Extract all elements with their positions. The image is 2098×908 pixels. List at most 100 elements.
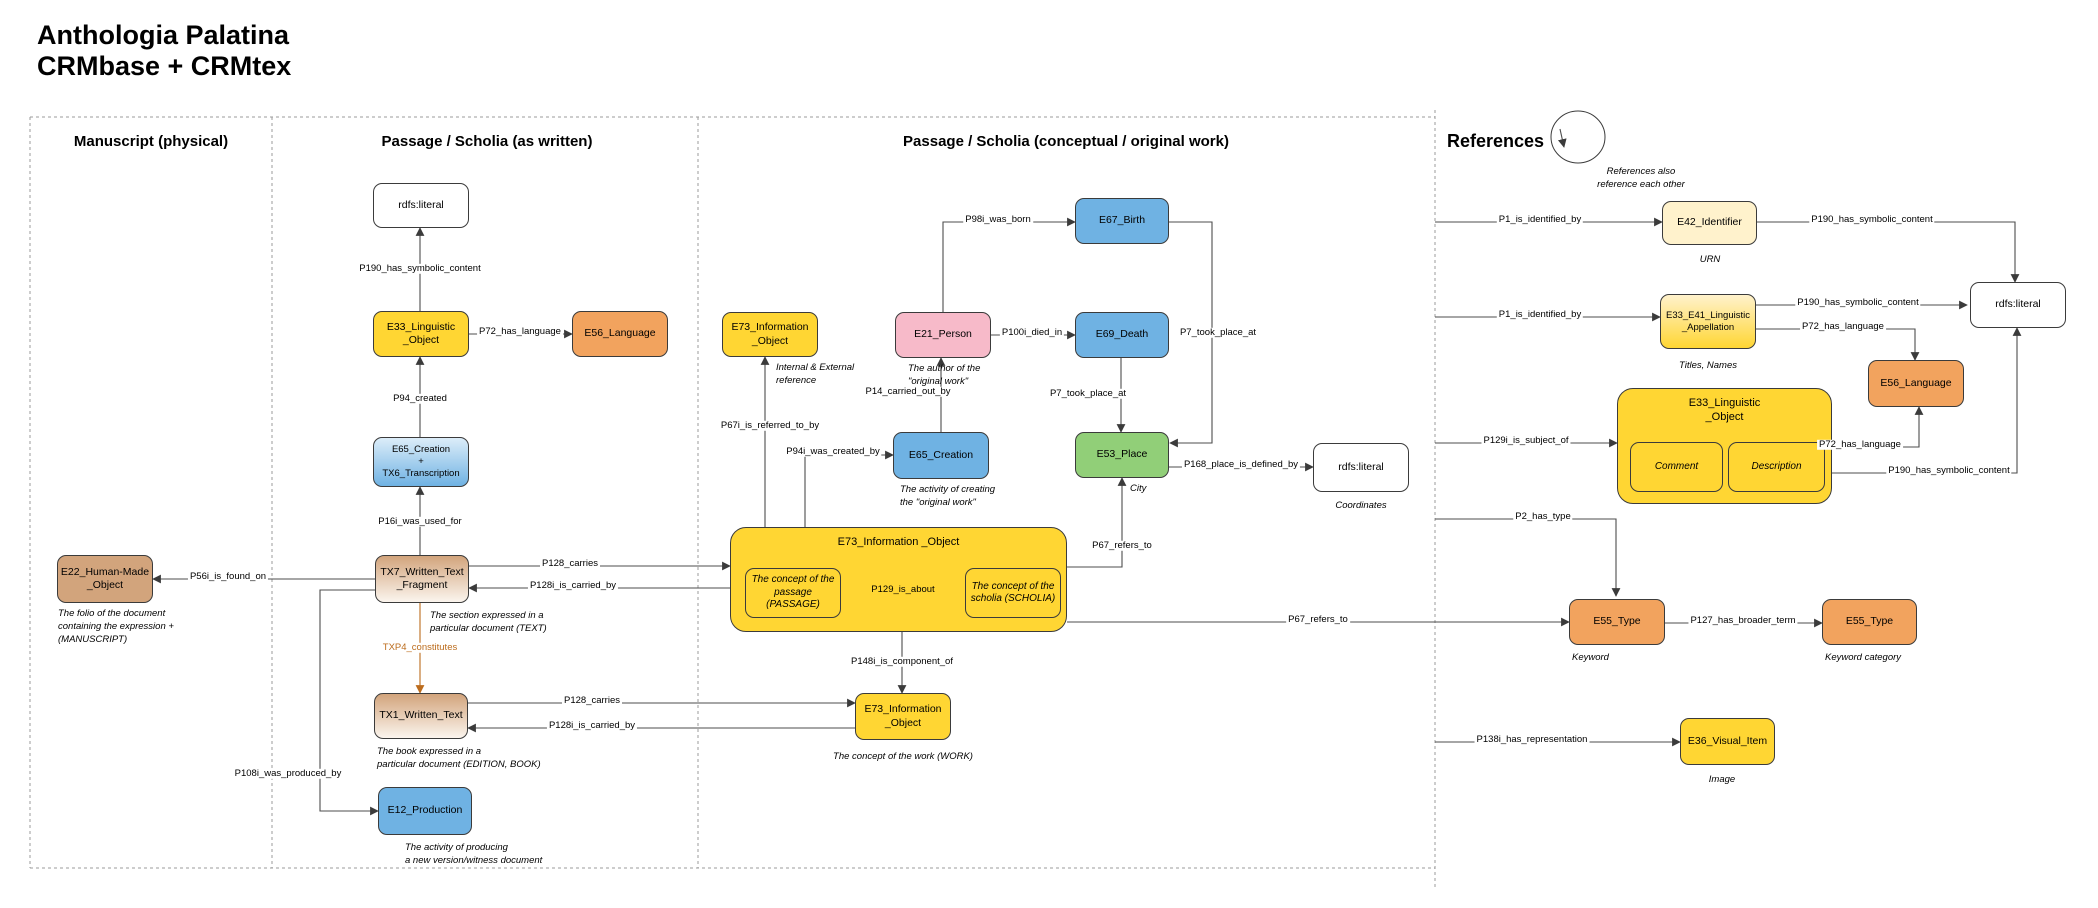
edge-references-self-loop-arrow bbox=[1557, 128, 1567, 148]
node-label: E67_Birth bbox=[1098, 214, 1146, 227]
node-label: E55_Type bbox=[1593, 615, 1641, 628]
node-rdfs-literal-transcription[interactable]: rdfs:literal bbox=[373, 183, 469, 228]
edge-P72_has_language bbox=[1756, 328, 1920, 361]
caption: Keyword bbox=[1572, 652, 1609, 663]
node-e55-type-keyword[interactable]: E55_Type bbox=[1569, 599, 1665, 645]
caption: Titles, Names bbox=[1679, 360, 1737, 371]
node-rdfs-literal-coordinates[interactable]: rdfs:literal bbox=[1313, 443, 1409, 492]
edge-label-P72_has_language: P72_has_language bbox=[1800, 320, 1886, 333]
node-label: E33_E41_Linguistic _Appellation bbox=[1666, 309, 1750, 333]
caption: The folio of the document containing the… bbox=[58, 608, 174, 645]
page-title: Anthologia Palatina CRMbase + CRMtex bbox=[37, 20, 292, 81]
node-label: E22_Human-Made _Object bbox=[60, 565, 150, 591]
edge-label-P108i_was_produced_by: P108i_was_produced_by bbox=[232, 767, 344, 780]
node-e33-linguistic-object[interactable]: E33_Linguistic _Object bbox=[373, 311, 469, 357]
edge-label-P148i_is_component_of: P148i_is_component_of bbox=[849, 655, 955, 668]
node-e67-birth[interactable]: E67_Birth bbox=[1075, 198, 1169, 244]
edge-label-P72_has_language: P72_has_language bbox=[477, 325, 563, 338]
node-e12-production[interactable]: E12_Production bbox=[378, 787, 472, 835]
references-self-loop-circle bbox=[1550, 110, 1606, 164]
node-e73-information-object-passage-scholia[interactable]: E73_Information _Object bbox=[730, 527, 1067, 632]
edge-label-P190_has_symbolic_content: P190_has_symbolic_content bbox=[357, 262, 483, 275]
node-label: E42_Identifier bbox=[1677, 216, 1742, 229]
edge-label-P67_refers_to: P67_refers_to bbox=[1286, 613, 1350, 626]
edge-label-P100i_died_in: P100i_died_in bbox=[999, 326, 1065, 339]
node-label: rdfs:literal bbox=[1338, 460, 1384, 473]
node-label: rdfs:literal bbox=[398, 198, 444, 211]
node-concept-of-scholia[interactable]: The concept of the scholia (SCHOLIA) bbox=[965, 568, 1061, 618]
edge-label-P190_has_symbolic_content: P190_has_symbolic_content bbox=[1886, 464, 2012, 477]
edge-P67_refers_to bbox=[1067, 477, 1127, 568]
node-e53-place[interactable]: E53_Place bbox=[1075, 432, 1169, 478]
edge-label-P94i_was_created_by: P94i_was_created_by bbox=[784, 445, 882, 458]
edge-label-P127_has_broader_term: P127_has_broader_term bbox=[1688, 614, 1798, 627]
node-label: E56_Language bbox=[584, 327, 656, 340]
node-e22-human-made-object[interactable]: E22_Human-Made _Object bbox=[57, 555, 153, 603]
caption: Internal & External reference bbox=[776, 362, 855, 386]
edge-label-P67i_is_referred_to_by: P67i_is_referred_to_by bbox=[718, 419, 822, 432]
node-e36-visual-item[interactable]: E36_Visual_Item bbox=[1680, 718, 1775, 765]
node-label: E21_Person bbox=[914, 328, 972, 341]
edge-label-P2_has_type: P2_has_type bbox=[1513, 510, 1573, 523]
caption: The author of the "original work" bbox=[908, 363, 981, 387]
node-label: Comment bbox=[1654, 460, 1699, 472]
edge-label-P190_has_symbolic_content: P190_has_symbolic_content bbox=[1809, 213, 1935, 226]
node-label: rdfs:literal bbox=[1995, 298, 2041, 311]
node-e69-death[interactable]: E69_Death bbox=[1075, 312, 1169, 358]
caption: URN bbox=[1699, 254, 1721, 265]
node-rdfs-literal-references[interactable]: rdfs:literal bbox=[1970, 282, 2066, 328]
node-label: E73_Information _Object bbox=[837, 536, 960, 548]
node-e33-linguistic-object-references[interactable]: E33_Linguistic _Object bbox=[1617, 388, 1832, 504]
edge-label-P128i_is_carried_by: P128i_is_carried_by bbox=[527, 579, 619, 592]
edge-label-P128i_is_carried_by: P128i_is_carried_by bbox=[546, 719, 638, 732]
edge-label-P67_refers_to: P67_refers_to bbox=[1090, 539, 1154, 552]
caption: The concept of the work (WORK) bbox=[833, 751, 973, 762]
edge-P190_has_symbolic_content bbox=[1757, 221, 2020, 283]
node-label: E33_Linguistic _Object bbox=[1688, 397, 1761, 423]
node-label: The concept of the passage (PASSAGE) bbox=[751, 574, 835, 611]
node-label: E55_Type bbox=[1845, 615, 1894, 628]
node-e56-language[interactable]: E56_Language bbox=[572, 311, 668, 357]
node-e33-e41-linguistic-appellation[interactable]: E33_E41_Linguistic _Appellation bbox=[1660, 294, 1756, 349]
node-label: E69_Death bbox=[1095, 328, 1149, 341]
node-e65-creation-tx6-transcription[interactable]: E65_Creation + TX6_Transcription bbox=[373, 437, 469, 487]
edge-label-P16i_was_used_for: P16i_was_used_for bbox=[376, 515, 464, 528]
node-label: E73_Information _Object bbox=[864, 703, 942, 729]
caption: The section expressed in a particular do… bbox=[430, 610, 547, 634]
edge-label-P1_is_identified_by: P1_is_identified_by bbox=[1496, 213, 1584, 226]
edge-label-P138i_has_representation: P138i_has_representation bbox=[1474, 733, 1590, 746]
caption: References also reference each other bbox=[1597, 166, 1685, 190]
node-label: E33_Linguistic _Object bbox=[386, 320, 456, 346]
node-e55-type-keyword-category[interactable]: E55_Type bbox=[1822, 599, 1917, 645]
node-e73-information-object-work[interactable]: E73_Information _Object bbox=[855, 693, 951, 740]
node-tx1-written-text[interactable]: TX1_Written_Text bbox=[374, 693, 468, 739]
edge-label-P129_is_about: P129_is_about bbox=[869, 583, 937, 596]
node-e65-creation[interactable]: E65_Creation bbox=[893, 432, 989, 479]
caption: Coordinates bbox=[1335, 500, 1387, 511]
caption: Image bbox=[1708, 774, 1736, 785]
edge-label-TXP4_constitutes: TXP4_constitutes bbox=[380, 641, 460, 654]
node-description-box[interactable]: Description bbox=[1728, 442, 1825, 492]
node-e73-information-object-reference[interactable]: E73_Information _Object bbox=[722, 312, 818, 357]
edge-label-P129i_is_subject_of: P129i_is_subject_of bbox=[1481, 434, 1571, 447]
node-label: TX1_Written_Text bbox=[379, 709, 463, 722]
edge-P2_has_type bbox=[1435, 518, 1621, 597]
node-label: E65_Creation + TX6_Transcription bbox=[382, 444, 460, 479]
edge-label-P56i_is_found_on: P56i_is_found_on bbox=[187, 570, 269, 583]
node-e42-identifier[interactable]: E42_Identifier bbox=[1662, 201, 1757, 245]
node-concept-of-passage[interactable]: The concept of the passage (PASSAGE) bbox=[745, 568, 841, 618]
edge-label-P72_has_language: P72_has_language bbox=[1817, 438, 1903, 451]
node-comment-box[interactable]: Comment bbox=[1630, 442, 1723, 492]
node-label: E53_Place bbox=[1096, 448, 1148, 461]
edge-label-P1_is_identified_by: P1_is_identified_by bbox=[1496, 308, 1584, 321]
node-label: The concept of the scholia (SCHOLIA) bbox=[970, 580, 1056, 605]
node-e21-person[interactable]: E21_Person bbox=[895, 312, 991, 358]
node-tx7-written-text-fragment[interactable]: TX7_Written_Text _Fragment bbox=[375, 555, 469, 603]
section-header-3: References bbox=[1447, 131, 1545, 151]
edge-label-P7_took_place_at: P7_took_place_at bbox=[1177, 326, 1259, 339]
caption: City bbox=[1130, 483, 1147, 494]
caption: The activity of creating the "original w… bbox=[900, 484, 996, 508]
edge-label-P190_has_symbolic_content: P190_has_symbolic_content bbox=[1795, 296, 1921, 309]
node-e56-language-references[interactable]: E56_Language bbox=[1868, 360, 1964, 407]
edge-P98i_was_born bbox=[942, 217, 1076, 312]
